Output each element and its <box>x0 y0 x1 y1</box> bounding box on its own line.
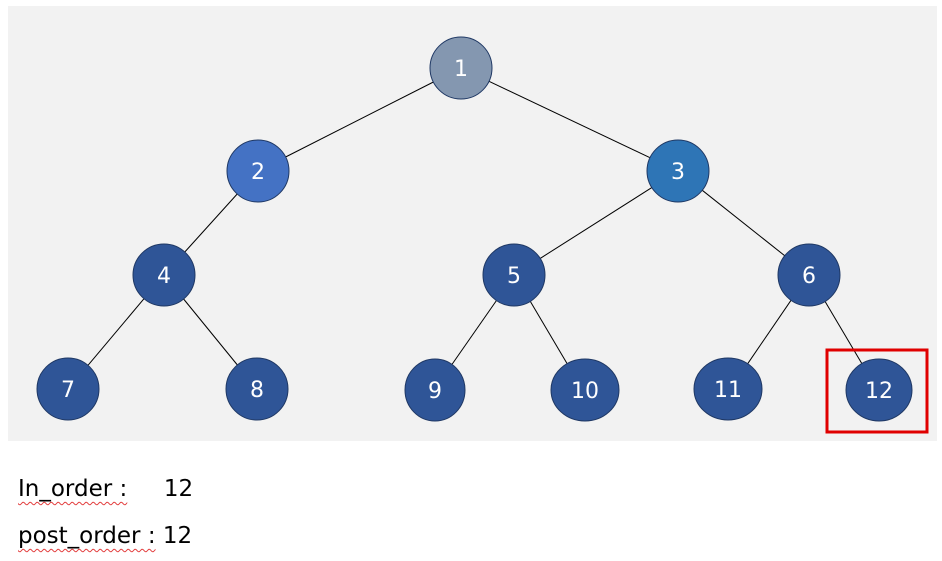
post-order-value: 12 <box>162 523 193 549</box>
post-order-row: post_order : 12 <box>18 523 192 549</box>
node-label-2: 2 <box>251 160 265 185</box>
edge-4-7 <box>87 298 145 366</box>
in-order-value: 12 <box>163 476 194 502</box>
node-label-9: 9 <box>428 379 442 404</box>
tree-node-5: 5 <box>482 243 546 307</box>
node-circle-12 <box>845 358 913 422</box>
node-label-7: 7 <box>61 378 75 403</box>
node-circle-5 <box>482 243 546 307</box>
tree-node-10: 10 <box>550 358 620 422</box>
edges-layer <box>87 80 863 366</box>
edge-1-3 <box>488 80 651 159</box>
node-circle-9 <box>404 358 466 422</box>
node-label-11: 11 <box>714 378 742 403</box>
node-circle-3 <box>646 139 710 203</box>
node-circle-1 <box>429 36 493 100</box>
node-circle-2 <box>226 139 290 203</box>
edge-6-12 <box>824 301 863 364</box>
tree-node-8: 8 <box>225 357 289 421</box>
tree-node-4: 4 <box>132 243 196 307</box>
tree-node-9: 9 <box>404 358 466 422</box>
tree-node-12: 12 <box>845 358 913 422</box>
node-label-5: 5 <box>507 264 521 289</box>
tree-node-6: 6 <box>777 243 841 307</box>
tree-node-2: 2 <box>226 139 290 203</box>
tree-node-1: 1 <box>429 36 493 100</box>
node-circle-7 <box>36 357 100 421</box>
node-label-8: 8 <box>250 378 264 403</box>
edge-1-2 <box>285 81 434 158</box>
edge-3-5 <box>539 187 653 259</box>
tree-node-3: 3 <box>646 139 710 203</box>
node-label-10: 10 <box>571 379 599 404</box>
node-label-4: 4 <box>157 264 171 289</box>
edge-5-10 <box>529 301 568 364</box>
node-circle-11 <box>693 357 763 421</box>
post-order-label: post_order : <box>18 523 156 549</box>
node-circle-8 <box>225 357 289 421</box>
node-label-6: 6 <box>802 264 816 289</box>
highlight-box-node-12 <box>825 348 929 434</box>
node-circle-4 <box>132 243 196 307</box>
edge-3-6 <box>701 189 786 257</box>
tree-node-7: 7 <box>36 357 100 421</box>
in-order-row: In_order : 12 <box>18 476 193 502</box>
node-label-12: 12 <box>865 379 893 404</box>
node-label-3: 3 <box>671 160 685 185</box>
edge-5-9 <box>451 300 497 365</box>
edge-4-8 <box>183 298 238 366</box>
in-order-label: In_order : <box>18 476 128 502</box>
edge-6-11 <box>747 300 792 364</box>
edge-2-4 <box>184 193 238 253</box>
node-circle-10 <box>550 358 620 422</box>
highlight-layer <box>825 348 929 434</box>
tree-node-11: 11 <box>693 357 763 421</box>
node-label-1: 1 <box>454 57 468 82</box>
node-circle-6 <box>777 243 841 307</box>
